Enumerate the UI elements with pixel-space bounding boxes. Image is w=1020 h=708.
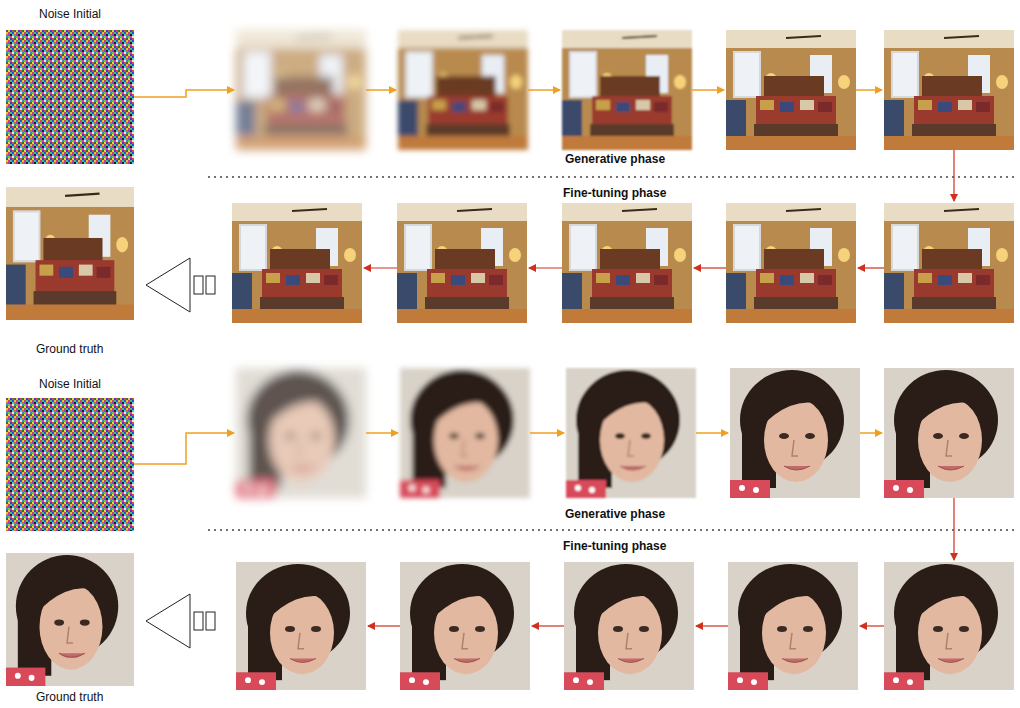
figure-part xyxy=(398,30,528,150)
figure-part xyxy=(860,432,882,434)
figure-part xyxy=(194,276,203,294)
figure-part xyxy=(134,90,234,97)
noise-image xyxy=(6,30,134,164)
generative-arrows xyxy=(134,433,882,464)
noise-image xyxy=(6,398,134,531)
figure-part xyxy=(366,432,398,434)
figure-part xyxy=(884,368,1014,498)
figure-part xyxy=(564,562,694,690)
figure-part xyxy=(529,267,562,268)
figure-part xyxy=(368,625,400,626)
figure-part xyxy=(953,498,954,560)
phase-divider xyxy=(208,176,1014,178)
finetune-row xyxy=(232,203,1014,323)
generative-row xyxy=(236,368,1014,498)
figure-part xyxy=(953,150,954,201)
finetune-row xyxy=(236,562,1014,690)
figure-part xyxy=(146,258,190,312)
figure-part xyxy=(400,368,530,498)
figure-part xyxy=(236,30,366,150)
generative-arrows xyxy=(134,90,882,97)
figure-part xyxy=(206,276,215,294)
figure-part xyxy=(884,30,1014,150)
image-caption: Noise Initial xyxy=(39,7,101,21)
figure-part xyxy=(860,625,884,626)
figure-part xyxy=(236,562,366,690)
image-caption: Noise Initial xyxy=(39,377,101,391)
figure-part xyxy=(532,625,564,626)
figure-part xyxy=(884,203,1014,323)
figure-part xyxy=(562,30,692,150)
figure-part xyxy=(397,203,527,323)
ground-truth-image xyxy=(6,187,134,320)
figure-part xyxy=(692,89,724,91)
image-caption: Ground truth xyxy=(36,690,103,704)
figure-part xyxy=(726,203,856,323)
phase-divider xyxy=(208,529,1014,531)
figure-part xyxy=(400,562,530,690)
hollow-arrow xyxy=(146,594,215,648)
figure-part xyxy=(236,368,366,498)
figure-part xyxy=(728,562,858,690)
figure-part xyxy=(726,30,856,150)
figure-part xyxy=(528,89,560,91)
figure-part xyxy=(366,89,396,91)
figure-part xyxy=(566,368,696,498)
figure-part xyxy=(858,267,884,268)
ground-truth-image xyxy=(6,553,134,686)
phase-label: Generative phase xyxy=(562,507,668,521)
figure-part xyxy=(856,89,882,91)
figure-part xyxy=(730,368,860,498)
figure-part xyxy=(146,594,190,648)
figure-part xyxy=(398,30,528,150)
figure-part xyxy=(696,432,728,434)
finetune-arrows xyxy=(364,150,954,268)
figure-part xyxy=(530,432,564,434)
generative-row xyxy=(236,30,1014,150)
figure-part xyxy=(134,433,234,464)
finetune-arrows xyxy=(368,498,954,626)
figure-part xyxy=(566,368,696,498)
hollow-arrow xyxy=(146,258,215,312)
figure-part xyxy=(694,267,726,268)
phase-label: Fine-tuning phase xyxy=(560,539,669,553)
figure-part xyxy=(562,30,692,150)
phase-label: Fine-tuning phase xyxy=(560,186,669,200)
figure-part xyxy=(364,267,397,268)
figure-part xyxy=(194,612,203,630)
figure-part xyxy=(726,30,856,150)
figure-part xyxy=(236,30,366,150)
figure-part xyxy=(206,612,215,630)
figure-part xyxy=(562,203,692,323)
figure-part xyxy=(730,368,860,498)
figure-part xyxy=(400,368,530,498)
image-caption: Ground truth xyxy=(36,342,103,356)
figure-part xyxy=(232,203,362,323)
figure-part xyxy=(696,625,728,626)
figure-part xyxy=(884,562,1014,690)
figure-part xyxy=(236,368,366,498)
phase-label: Generative phase xyxy=(562,152,668,166)
